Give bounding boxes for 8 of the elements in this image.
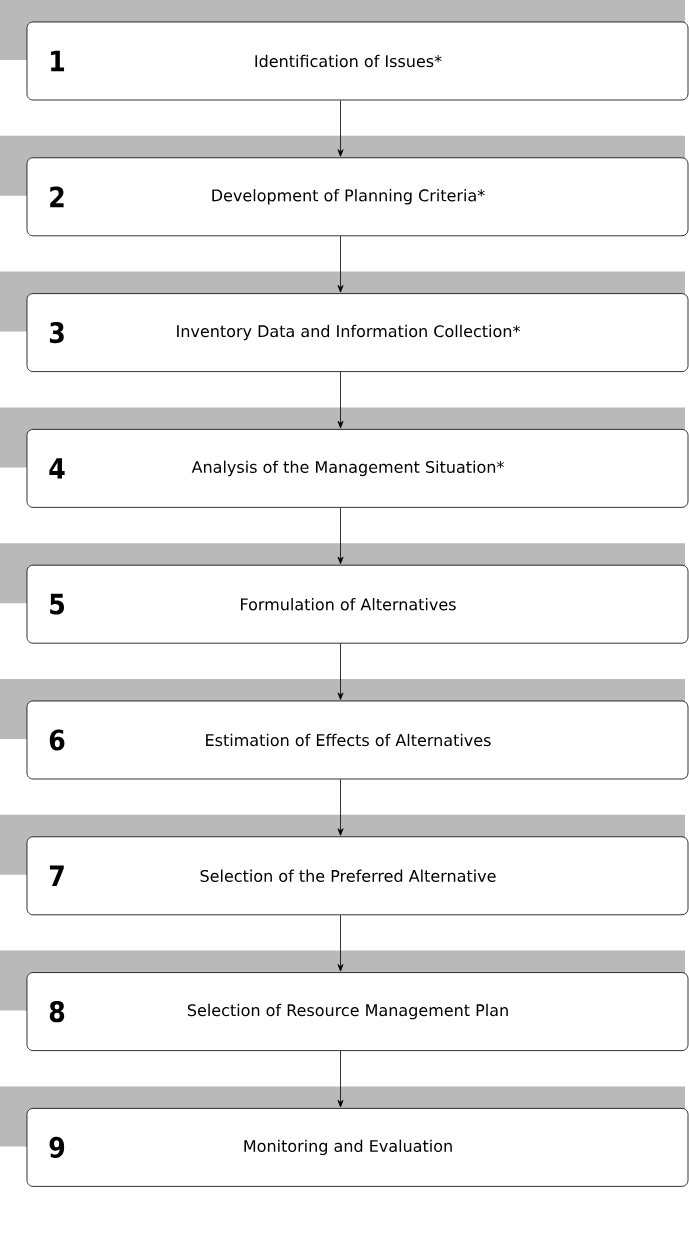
arrow xyxy=(337,914,344,972)
arrow xyxy=(337,371,344,429)
arrow xyxy=(337,643,344,700)
arrow xyxy=(337,507,344,565)
arrow xyxy=(337,235,344,293)
arrow xyxy=(337,1050,344,1108)
arrow xyxy=(337,100,344,157)
arrow xyxy=(337,779,344,836)
